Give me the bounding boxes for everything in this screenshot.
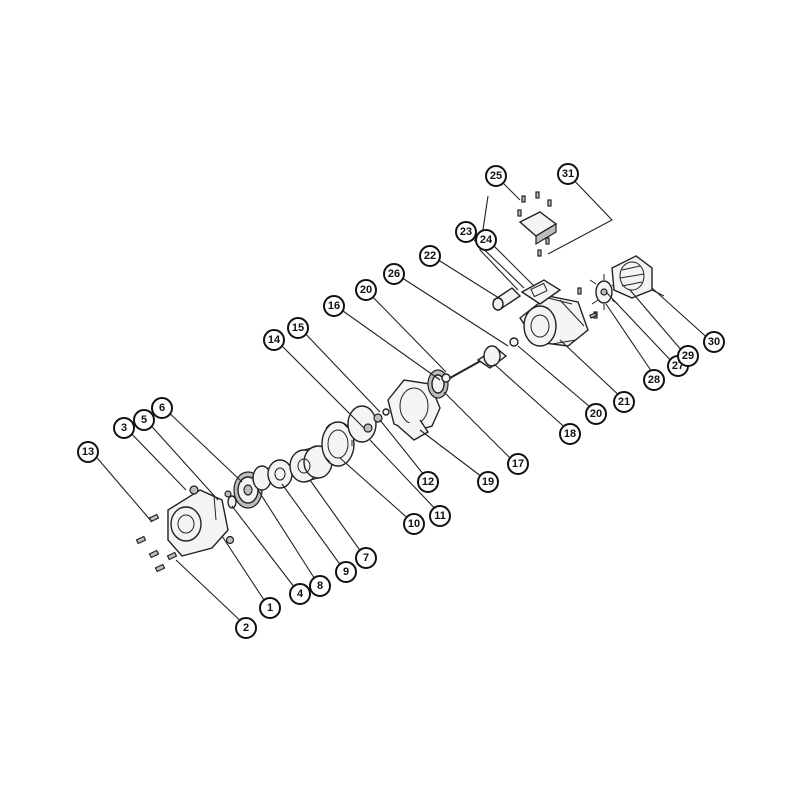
callout-31: 31 xyxy=(557,163,579,185)
rotor-shaft xyxy=(449,345,508,379)
callout-11-label: 11 xyxy=(434,510,446,522)
callout-2: 2 xyxy=(235,617,257,639)
capacitor xyxy=(492,287,522,311)
callout-28-label: 28 xyxy=(648,374,660,386)
callout-16-label: 16 xyxy=(328,300,340,312)
callout-17-label: 17 xyxy=(512,458,524,470)
callout-bubbles: 13 3 5 6 2 1 4 8 9 7 14 xyxy=(77,163,725,639)
callout-16: 16 xyxy=(323,295,345,317)
callout-20-upper-label: 20 xyxy=(360,284,372,296)
callout-4: 4 xyxy=(289,583,311,605)
callout-29-label: 29 xyxy=(682,350,694,362)
pump-parts xyxy=(135,191,665,573)
callout-14-label: 14 xyxy=(268,334,281,346)
callout-15-label: 15 xyxy=(292,322,304,334)
callout-5: 5 xyxy=(133,409,155,431)
bearing-rear xyxy=(509,337,519,347)
callout-17: 17 xyxy=(507,453,529,475)
callout-23: 23 xyxy=(455,221,477,243)
callout-25: 25 xyxy=(485,165,507,187)
callout-22: 22 xyxy=(419,245,441,267)
callout-7: 7 xyxy=(355,547,377,569)
callout-29: 29 xyxy=(677,345,699,367)
seal-spring xyxy=(382,408,390,416)
terminal-cover xyxy=(518,211,558,246)
screws-group-13 xyxy=(135,513,178,573)
callout-11: 11 xyxy=(429,505,451,527)
callout-19: 19 xyxy=(477,471,499,493)
callout-22-label: 22 xyxy=(424,250,436,262)
callout-18-label: 18 xyxy=(564,428,576,440)
callout-18: 18 xyxy=(559,423,581,445)
callout-8-label: 8 xyxy=(317,580,323,592)
callout-10: 10 xyxy=(403,513,425,535)
callout-23-label: 23 xyxy=(460,226,472,238)
cover-screws xyxy=(517,191,598,319)
callout-21-label: 21 xyxy=(618,396,630,408)
bearing-front xyxy=(441,373,451,383)
small-washer xyxy=(224,490,232,498)
callout-15: 15 xyxy=(287,317,309,339)
callout-26: 26 xyxy=(383,263,405,285)
leader-lines xyxy=(91,173,713,627)
seal-ring xyxy=(227,495,237,509)
callout-7-label: 7 xyxy=(363,552,369,564)
diffuser-cage xyxy=(321,421,355,467)
callout-26-label: 26 xyxy=(388,268,400,280)
callout-3-label: 3 xyxy=(121,422,127,434)
callout-8: 8 xyxy=(309,575,331,597)
callout-9-label: 9 xyxy=(343,566,349,578)
impeller-assembly xyxy=(252,445,333,491)
callout-24-label: 24 xyxy=(480,234,493,246)
callout-30: 30 xyxy=(703,331,725,353)
callout-14: 14 xyxy=(263,329,285,351)
callout-2-label: 2 xyxy=(243,622,249,634)
callout-5-label: 5 xyxy=(141,414,147,426)
callout-6-label: 6 xyxy=(159,402,165,414)
callout-30-label: 30 xyxy=(708,336,720,348)
callout-21: 21 xyxy=(613,391,635,413)
separator-disc xyxy=(347,405,377,443)
callout-12-label: 12 xyxy=(422,476,434,488)
callout-9: 9 xyxy=(335,561,357,583)
callout-20-upper: 20 xyxy=(355,279,377,301)
callout-24: 24 xyxy=(475,229,497,251)
callout-20-lower-label: 20 xyxy=(590,408,602,420)
motor-bracket xyxy=(387,379,441,441)
callout-1: 1 xyxy=(259,597,281,619)
callout-20-lower: 20 xyxy=(585,403,607,425)
callout-4-label: 4 xyxy=(297,588,304,600)
motor-stator-housing xyxy=(519,295,589,347)
stator-screw xyxy=(589,312,598,319)
terminal-box xyxy=(520,279,562,305)
cooling-fan xyxy=(589,274,619,310)
pump-body xyxy=(167,485,235,557)
callout-1-label: 1 xyxy=(267,602,273,614)
callout-3: 3 xyxy=(113,417,135,439)
disc-hub xyxy=(363,423,373,433)
callout-13: 13 xyxy=(77,441,99,463)
callout-25-label: 25 xyxy=(490,170,502,182)
callout-19-label: 19 xyxy=(482,476,494,488)
callout-6: 6 xyxy=(151,397,173,419)
callout-10-label: 10 xyxy=(408,518,420,530)
callout-28: 28 xyxy=(643,369,665,391)
callout-13-label: 13 xyxy=(82,446,94,458)
callout-31-label: 31 xyxy=(562,168,574,180)
callout-12: 12 xyxy=(417,471,439,493)
